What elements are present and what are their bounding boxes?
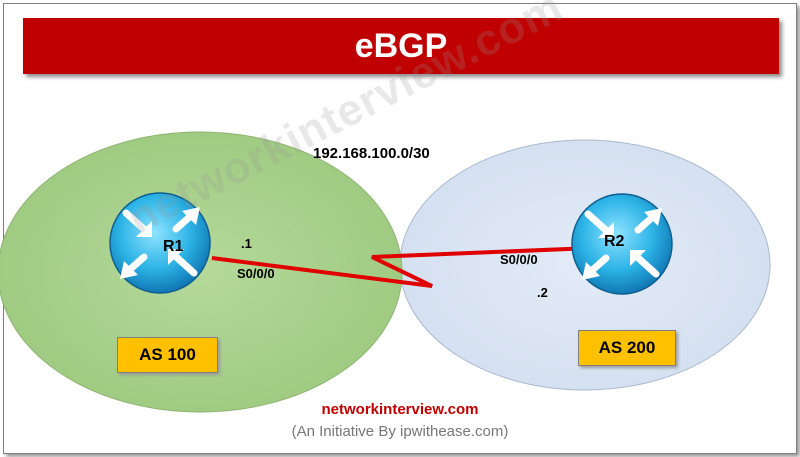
r2-ip-label: .2: [537, 285, 548, 300]
as200-badge: AS 200: [578, 330, 676, 366]
r1-interface-label: S0/0/0: [237, 266, 275, 281]
router-r1-icon: [109, 192, 211, 294]
r1-ip-label: .1: [241, 236, 252, 251]
footer-tagline: (An Initiative By ipwithease.com): [291, 423, 509, 440]
footer-site: networkinterview.com: [321, 401, 479, 418]
as100-badge: AS 100: [117, 337, 218, 373]
subnet-label: 192.168.100.0/30: [313, 145, 430, 162]
router-r1-label: R1: [163, 238, 184, 255]
router-r2-icon: [571, 193, 673, 295]
r2-interface-label: S0/0/0: [500, 252, 538, 267]
page-title: eBGP: [354, 26, 448, 65]
router-r2-label: R2: [604, 233, 625, 250]
title-banner: eBGP: [23, 18, 779, 74]
serial-link: [211, 246, 593, 288]
